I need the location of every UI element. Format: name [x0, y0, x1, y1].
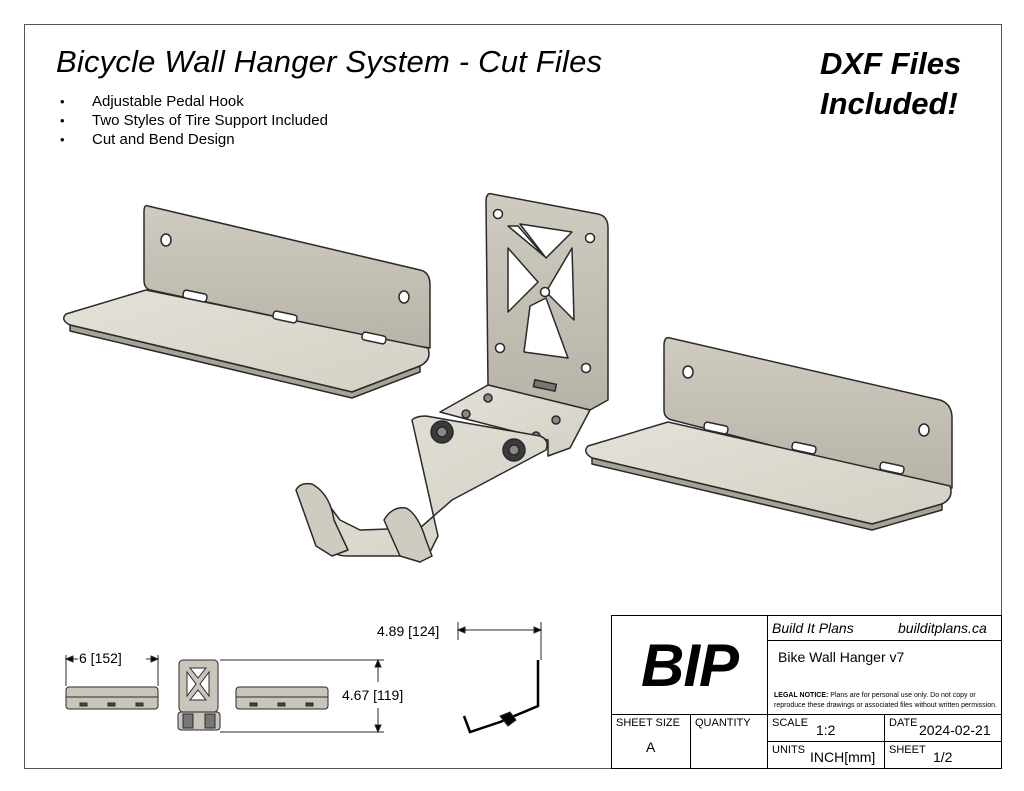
sheet-size-value: A [646, 739, 656, 755]
feature-item: Two Styles of Tire Support Included [60, 111, 328, 130]
depth-dimension: 4.89 [124] [377, 623, 440, 639]
drawing-info: Bike Wall Hanger v7 LEGAL NOTICE: Plans … [768, 641, 1002, 715]
sheet-label: SHEET [889, 744, 926, 756]
feature-item: Cut and Bend Design [60, 130, 328, 149]
units-value: INCH[mm] [810, 749, 876, 765]
dxf-badge: DXF Files Included! [820, 44, 980, 124]
sheet-size-label: SHEET SIZE [616, 717, 680, 729]
sheet-cell: SHEET 1/2 [885, 742, 1002, 769]
company-row: Build It Plans builditplans.ca [768, 615, 1002, 641]
overview-views [64, 622, 543, 734]
height-dimension: 4.67 [119] [342, 687, 404, 703]
feature-list: Adjustable Pedal Hook Two Styles of Tire… [60, 92, 328, 149]
drawing-name: Bike Wall Hanger v7 [778, 649, 905, 665]
company-website: builditplans.ca [898, 620, 987, 636]
scale-value: 1:2 [816, 722, 836, 738]
title-block: BIP Build It Plans builditplans.ca Bike … [611, 615, 1002, 769]
dxf-badge-line2: Included! [820, 86, 958, 121]
legal-text: Plans are for personal use only. Do not … [774, 692, 997, 709]
date-label: DATE [889, 717, 918, 729]
sheet-size-cell: SHEET SIZE A [611, 715, 691, 769]
legal-notice: LEGAL NOTICE: Plans are for personal use… [774, 691, 1000, 711]
width-dimension: 6 [152] [79, 650, 122, 666]
scale-label: SCALE [772, 717, 809, 729]
date-cell: DATE 2024-02-21 [885, 715, 1002, 742]
company-name: Build It Plans [772, 620, 854, 636]
right-tire-support [585, 336, 953, 531]
legal-label: LEGAL NOTICE: [774, 692, 829, 699]
quantity-cell: QUANTITY [691, 715, 768, 769]
date-value: 2024-02-21 [919, 722, 991, 738]
quantity-label: QUANTITY [695, 717, 751, 729]
units-cell: UNITS INCH[mm] [768, 742, 885, 769]
drawing-border [24, 24, 1002, 769]
bip-logo: BIP [611, 615, 768, 715]
left-tire-support [63, 204, 431, 399]
pedal-hook-assembly [295, 192, 609, 563]
dxf-badge-line1: DXF Files [820, 46, 962, 81]
units-label: UNITS [772, 744, 805, 756]
drawing-title: Bicycle Wall Hanger System - Cut Files [56, 44, 603, 79]
scale-cell: SCALE 1:2 [768, 715, 885, 742]
sheet-value: 1/2 [933, 749, 953, 765]
feature-item: Adjustable Pedal Hook [60, 92, 328, 111]
